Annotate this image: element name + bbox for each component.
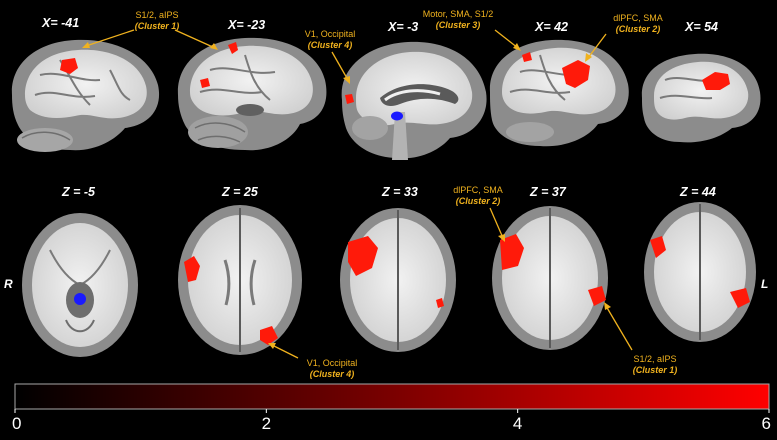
annotation-region: V1, Occipital xyxy=(307,358,358,368)
annotation-cluster: (Cluster 4) xyxy=(308,40,353,50)
axial-slice-5 xyxy=(644,202,756,342)
axial-slice-2 xyxy=(178,205,302,355)
annotation-cluster: (Cluster 1) xyxy=(135,21,180,31)
annotation-6: V1, Occipital (Cluster 4) xyxy=(268,343,357,379)
side-label-left: L xyxy=(761,277,768,291)
activation-cluster-2-a2 xyxy=(184,256,200,282)
activation-cluster-2-a5 xyxy=(650,236,666,258)
colorbar-ticks: 0 2 4 6 xyxy=(12,409,771,433)
activation-cluster-3-s4 xyxy=(522,52,532,62)
coord-label-ax-1: Z = -5 xyxy=(61,185,96,199)
annotation-cluster: (Cluster 3) xyxy=(436,20,481,30)
sagittal-slice-2 xyxy=(177,37,327,151)
activation-cluster-1-a5 xyxy=(730,288,750,308)
annotation-region: dlPFC, SMA xyxy=(613,13,663,23)
activation-cluster-2-s5 xyxy=(702,72,730,90)
coord-label-sag-1: X= -41 xyxy=(41,16,79,30)
annotation-cluster: (Cluster 2) xyxy=(616,24,661,34)
coord-label-ax-2: Z = 25 xyxy=(221,185,259,199)
annotation-region: Motor, SMA, S1/2 xyxy=(423,9,494,19)
activation-cluster-4-s3 xyxy=(345,94,354,104)
activation-cluster-1-s2 xyxy=(228,42,238,54)
activation-cluster-1-a3 xyxy=(436,298,444,308)
colorbar-tick-label: 2 xyxy=(262,414,271,433)
activation-cluster-1-a4 xyxy=(588,286,606,306)
activation-cluster-2-a3 xyxy=(348,236,378,276)
coord-label-ax-3: Z = 33 xyxy=(381,185,418,199)
sagittal-slice-1 xyxy=(11,39,160,152)
coord-label-ax-4: Z = 37 xyxy=(529,185,567,199)
activation-cluster-2-s4 xyxy=(562,60,590,88)
annotation-region: V1, Occipital xyxy=(305,29,356,39)
coord-label-sag-4: X= 42 xyxy=(534,20,568,34)
sagittal-slice-3 xyxy=(341,41,487,160)
coord-label-sag-5: X= 54 xyxy=(684,20,718,34)
activation-cluster-2-a4 xyxy=(500,234,524,270)
activation-cluster-1-s1 xyxy=(60,58,78,74)
deactivation-cluster-axial xyxy=(74,293,86,305)
annotation-7: S1/2, aIPS (Cluster 1) xyxy=(604,302,677,375)
colorbar xyxy=(14,383,770,410)
annotation-cluster: (Cluster 2) xyxy=(456,196,501,206)
colorbar-tick-label: 0 xyxy=(12,414,21,433)
annotation-region: dlPFC, SMA xyxy=(453,185,503,195)
annotation-1: S1/2, aIPS (Cluster 1) xyxy=(82,10,218,50)
annotation-3: Motor, SMA, S1/2 (Cluster 3) xyxy=(423,9,521,51)
side-label-right: R xyxy=(4,277,13,291)
activation-cluster-4-a2 xyxy=(260,326,278,345)
axial-slice-1 xyxy=(22,213,138,357)
activation-cluster-4-s2 xyxy=(200,78,210,88)
annotation-5: dlPFC, SMA (Cluster 2) xyxy=(453,185,505,242)
coord-label-sag-2: X= -23 xyxy=(227,18,265,32)
annotation-cluster: (Cluster 4) xyxy=(310,369,355,379)
annotation-region: S1/2, aIPS xyxy=(633,354,676,364)
axial-slice-3 xyxy=(340,208,456,352)
axial-slice-4 xyxy=(492,206,608,350)
colorbar-tick-label: 6 xyxy=(762,414,771,433)
sagittal-slice-4 xyxy=(489,39,629,147)
coord-label-ax-5: Z = 44 xyxy=(679,185,716,199)
annotation-cluster: (Cluster 1) xyxy=(633,365,678,375)
deactivation-cluster xyxy=(391,111,403,121)
colorbar-tick-label: 4 xyxy=(513,414,522,433)
sagittal-slice-5 xyxy=(641,53,761,143)
annotation-2: V1, Occipital (Cluster 4) xyxy=(305,29,356,84)
annotation-region: S1/2, aIPS xyxy=(135,10,178,20)
annotation-4: dlPFC, SMA (Cluster 2) xyxy=(585,13,663,62)
coord-label-sag-3: X= -3 xyxy=(387,20,418,34)
